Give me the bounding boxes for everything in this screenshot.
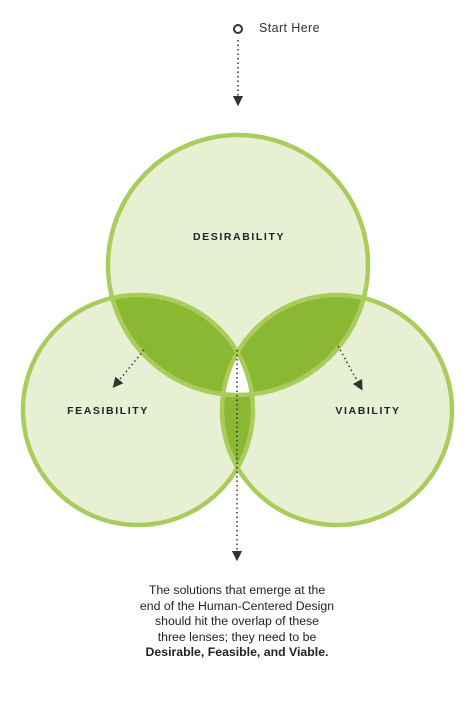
overlap-desirable-feasible	[108, 295, 253, 395]
feasibility-label: FEASIBILITY	[67, 405, 149, 417]
caption-line: end of the Human-Centered Design	[139, 598, 335, 613]
feasibility-outline	[20, 292, 256, 528]
overlap-desirable-viable	[222, 295, 368, 395]
caption: The solutions that emerge at the end of …	[107, 583, 367, 661]
caption-line: The solutions that emerge at the	[148, 583, 326, 597]
desirability-outline	[105, 132, 371, 398]
feasibility-arrow	[112, 349, 145, 389]
viability-arrow	[337, 345, 363, 391]
start-here-label: Start Here	[259, 21, 320, 35]
viability-label: VIABILITY	[335, 405, 401, 417]
desirability-label: DESIRABILITY	[192, 231, 286, 243]
caption-line: should hit the overlap of these	[154, 614, 320, 628]
start-marker-icon	[233, 24, 243, 34]
viability-outline	[219, 292, 455, 528]
caption-emphasis: Desirable, Feasible, and Viable.	[145, 645, 329, 659]
caption-line: three lenses; they need to be	[157, 629, 317, 644]
